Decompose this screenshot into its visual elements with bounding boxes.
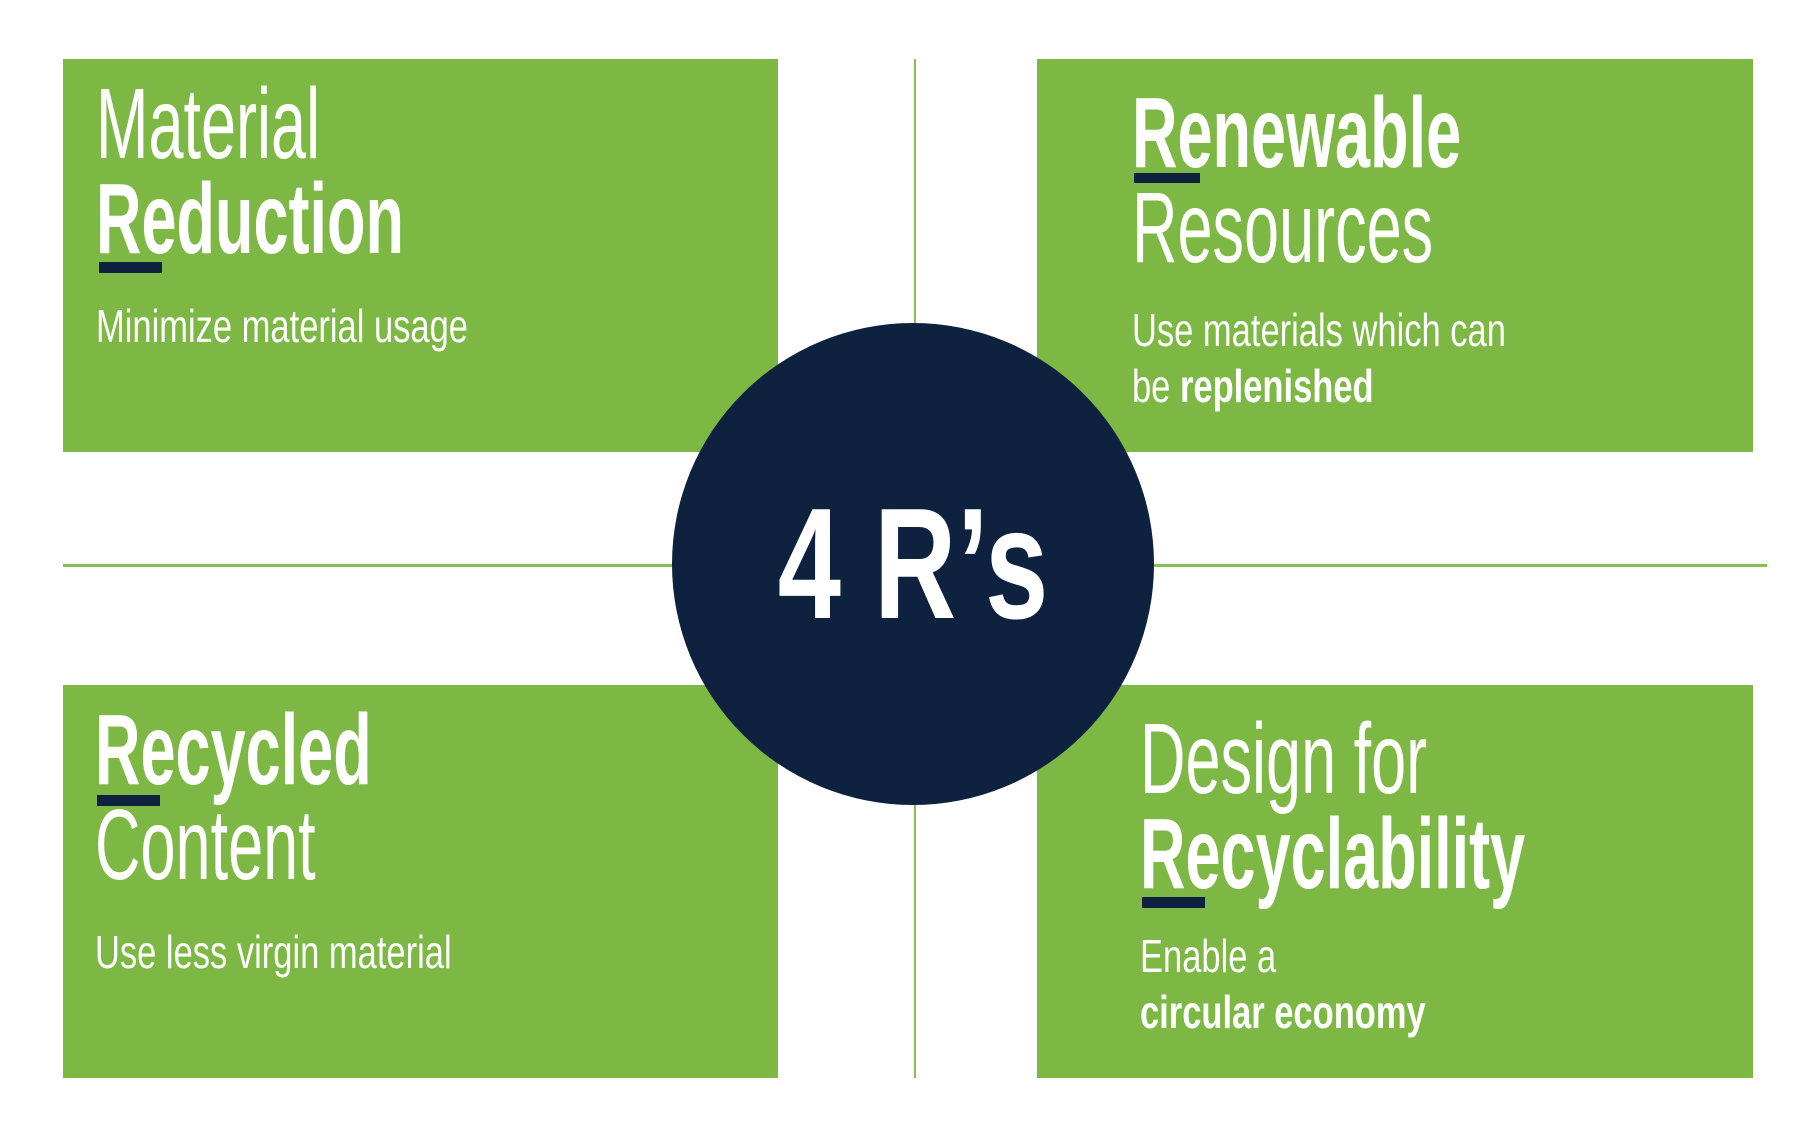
subtitle-line-2-prefix: be — [1132, 360, 1180, 412]
r-underline — [97, 795, 160, 806]
quadrant-title: Renewable Resources — [1132, 77, 1462, 284]
r-underline — [1142, 897, 1205, 908]
quadrant-renewable-resources: Renewable Resources Use materials which … — [1037, 59, 1753, 452]
quadrant-title: Recycled Content — [95, 694, 372, 901]
quadrant-subtitle: Minimize material usage — [96, 300, 468, 352]
r-underline — [99, 262, 162, 273]
subtitle-line-2-bold: circular economy — [1140, 986, 1426, 1038]
subtitle-line-2-bold: replenished — [1179, 360, 1374, 412]
subtitle-line-1: Enable a — [1140, 930, 1277, 982]
title-line-1: Recycled — [95, 694, 372, 806]
quadrant-title: Material Reduction — [96, 68, 404, 275]
subtitle-line-1: Use materials which can — [1132, 304, 1506, 356]
center-label: 4 R’s — [777, 476, 1049, 652]
r-underline — [1134, 173, 1200, 183]
title-line-1: Renewable — [1132, 77, 1462, 189]
quadrant-subtitle: Enable a circular economy — [1140, 928, 1426, 1040]
title-line-1: Design for — [1140, 703, 1428, 815]
quadrant-recycled-content: Recycled Content Use less virgin materia… — [63, 685, 778, 1078]
title-line-2: Recyclability — [1140, 798, 1526, 910]
title-line-2: Resources — [1132, 172, 1434, 284]
quadrant-subtitle: Use materials which can be replenished — [1132, 302, 1506, 414]
quadrant-design-for-recyclability: Design for Recyclability Enable a circul… — [1037, 685, 1753, 1078]
title-line-2: Content — [95, 789, 316, 901]
title-line-1: Material — [96, 68, 321, 180]
quadrant-title: Design for Recyclability — [1140, 703, 1526, 910]
title-line-2: Reduction — [96, 163, 404, 275]
center-circle-badge: 4 R’s — [672, 323, 1154, 805]
quadrant-subtitle: Use less virgin material — [95, 926, 452, 978]
quadrant-material-reduction: Material Reduction Minimize material usa… — [63, 59, 778, 452]
subtitle-line-2: be replenished — [1132, 358, 1506, 414]
